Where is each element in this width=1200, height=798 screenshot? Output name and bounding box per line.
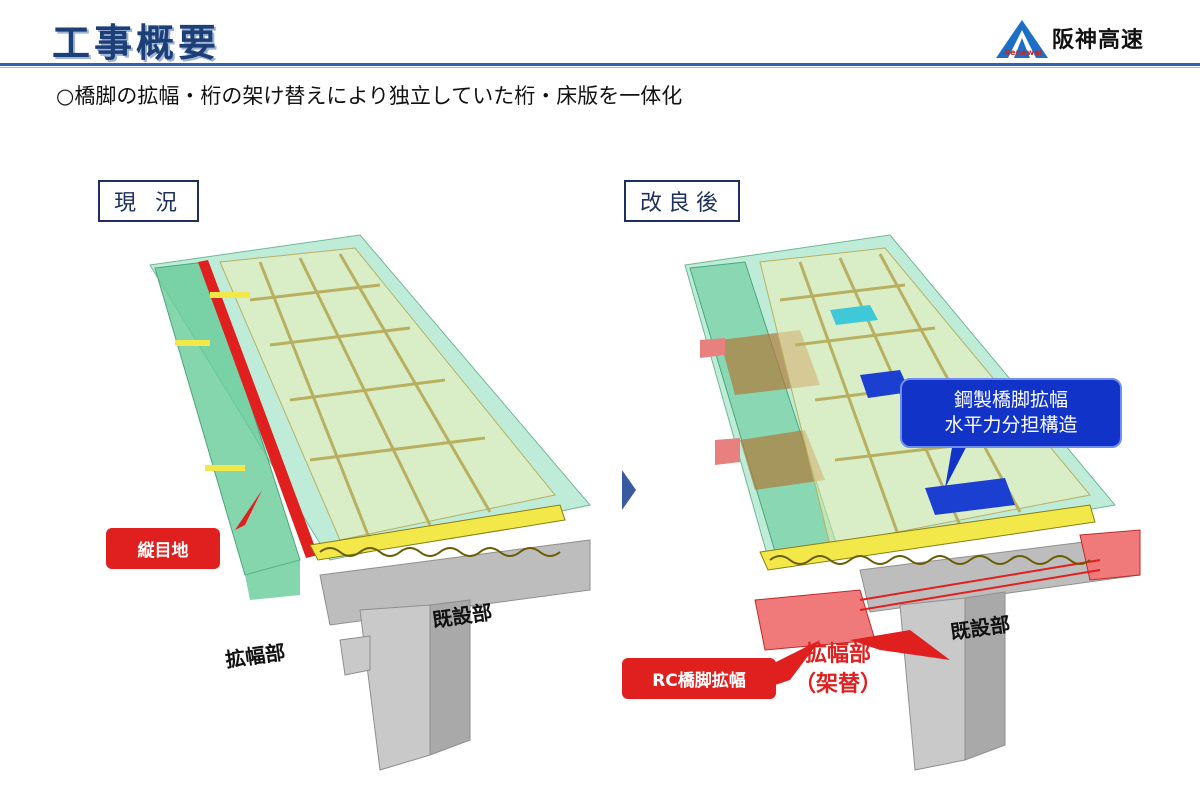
header-rule-thin bbox=[0, 67, 1200, 68]
left-deck bbox=[149, 234, 591, 600]
left-pier bbox=[319, 539, 591, 771]
label-current: 現 況 bbox=[98, 180, 199, 222]
label-improved: 改良後 bbox=[624, 180, 741, 222]
arrow-right-icon bbox=[622, 470, 636, 510]
callout-steel-line2: 水平力分担構造 bbox=[944, 414, 1078, 436]
logo-subtext: Renewal bbox=[1004, 48, 1043, 57]
callout-steel-pier: 鋼製橋脚拡幅 水平力分担構造 bbox=[900, 378, 1122, 448]
page-title: 工事概要 bbox=[52, 21, 221, 65]
callout-joint: 縦目地 bbox=[106, 528, 220, 569]
label-widened-right: 拡幅部 （架替） bbox=[788, 640, 888, 700]
label-widened-right-main: 拡幅部 bbox=[804, 642, 871, 667]
logo-icon bbox=[996, 20, 1048, 58]
page-subtitle: ○橋脚の拡幅・桁の架け替えにより独立していた桁・床版を一体化 bbox=[56, 84, 683, 108]
header-rule bbox=[0, 63, 1200, 66]
logo-text: 阪神高速 bbox=[1052, 28, 1145, 53]
callout-rc-pier: RC橋脚拡幅 bbox=[622, 658, 776, 699]
callout-steel-line1: 鋼製橋脚拡幅 bbox=[953, 389, 1068, 411]
label-widened-right-sub: （架替） bbox=[793, 672, 882, 697]
